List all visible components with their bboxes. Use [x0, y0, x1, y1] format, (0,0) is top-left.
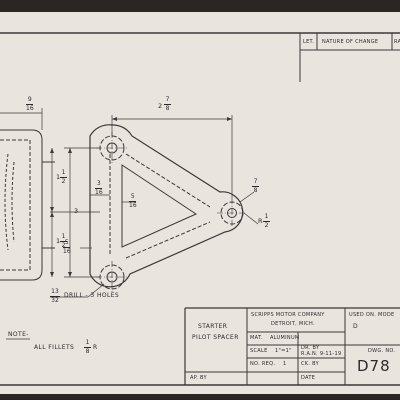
dim-half-lower-whole: 1 — [56, 237, 61, 245]
dimension-lines — [0, 108, 259, 340]
title-block-lines — [184, 307, 400, 385]
dim-overall-height: 3 — [74, 207, 79, 215]
company-city: DETROIT, MICH. — [271, 321, 315, 327]
fillets-suffix: R — [93, 344, 98, 351]
used-on-label: USED ON. MODE — [349, 312, 395, 318]
material-value: ALUMINUM — [270, 335, 300, 341]
dim-half-upper-whole: 1 — [56, 173, 61, 181]
drawing-linework — [0, 32, 400, 386]
drill-note: DRILL - 3 HOLES — [64, 292, 120, 299]
approved-by-label: AP. BY — [190, 375, 207, 381]
date-label: DATE — [301, 375, 316, 381]
revision-let-header: LET. — [303, 39, 315, 45]
side-view — [0, 129, 55, 281]
scale-value: 1"=1" — [275, 348, 292, 354]
company-name: SCRIPPS MOTOR COMPANY — [251, 312, 325, 318]
note-label: NOTE- — [8, 331, 29, 338]
dim-top-whole: 2 — [158, 102, 163, 110]
part-name-line-1: STARTER — [198, 323, 228, 330]
drawn-by-label: DR. BY — [301, 345, 320, 351]
part-name-line-2: PILOT SPACER — [192, 334, 239, 341]
fillets-note: ALL FILLETS — [34, 344, 75, 351]
quantity-label: NO. REQ. — [250, 361, 276, 367]
quantity-value: 1 — [283, 361, 287, 367]
scale-label: SCALE — [250, 348, 268, 354]
checked-by-label: CK. BY — [301, 361, 319, 367]
spacer-plan-view — [89, 124, 247, 293]
revision-extra-header: RA — [394, 39, 400, 45]
used-on-value: D — [353, 323, 359, 330]
material-label: MAT. — [250, 335, 263, 341]
drawing-number: D78 — [357, 357, 391, 375]
dim-radius-label: R — [258, 217, 263, 225]
revision-nature-header: NATURE OF CHANGE — [322, 39, 379, 45]
drawing-number-label: DWG. NO. — [368, 348, 396, 354]
drawn-by-value: R.A.N. 9-11-19 — [301, 351, 342, 357]
